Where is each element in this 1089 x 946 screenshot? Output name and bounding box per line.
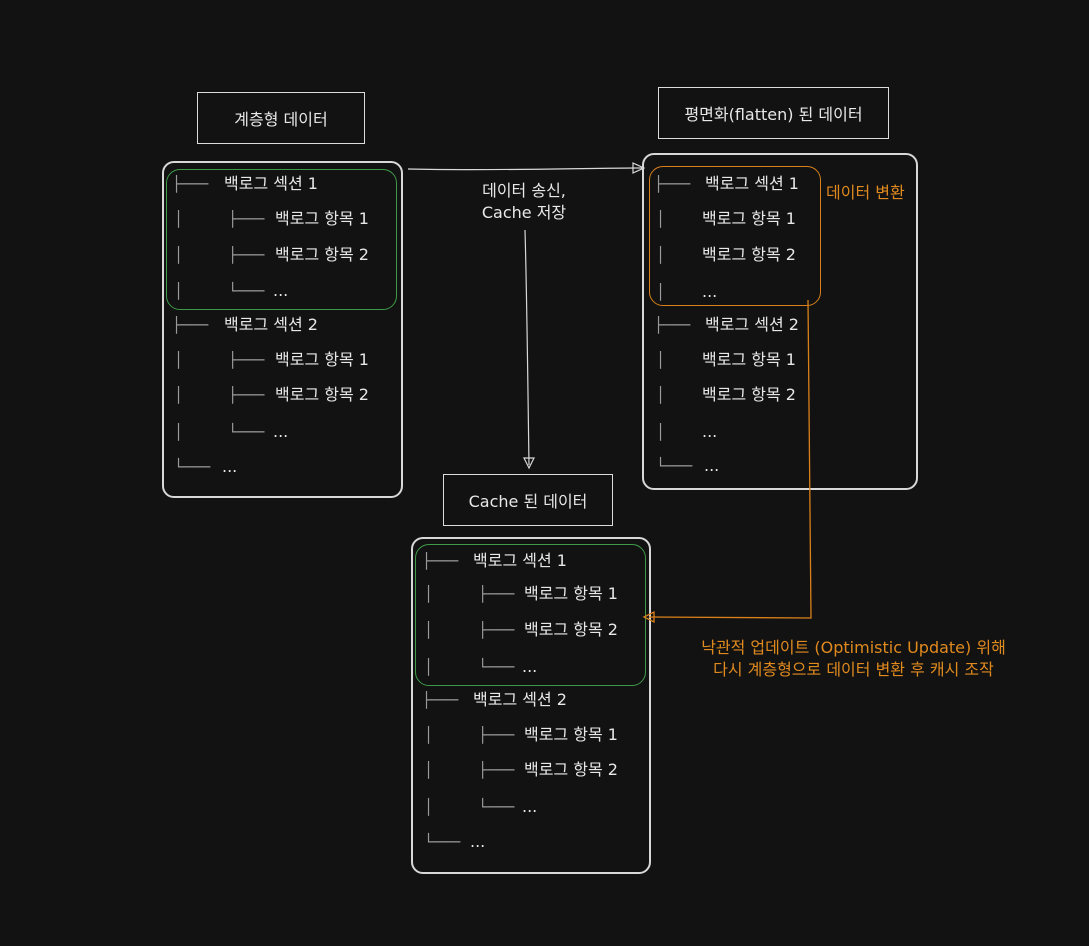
tree-item: 백로그 항목 2 — [524, 760, 618, 779]
tree-item: 백로그 항목 2 — [275, 385, 369, 404]
tree-connector: │ └─── — [424, 798, 515, 816]
tree-item: 백로그 항목 2 — [275, 245, 369, 264]
cached-data-panel — [411, 537, 651, 874]
tree-connector: ├─── — [422, 552, 459, 570]
tree-connector: │ └─── — [424, 658, 515, 676]
tree-section: 백로그 섹션 1 — [224, 174, 318, 193]
tree-connector: └─── — [656, 457, 693, 475]
tree-ellipsis: ... — [273, 281, 289, 300]
cached-data-title: Cache 된 데이터 — [443, 474, 613, 526]
tree-ellipsis: ... — [273, 422, 289, 441]
tree-item: 백로그 항목 1 — [275, 350, 369, 369]
tree-connector: │ ├─── — [174, 210, 265, 228]
optimistic-update-label: 낙관적 업데이트 (Optimistic Update) 위해 다시 계층형으로… — [676, 637, 1031, 681]
tree-connector: │ — [656, 351, 666, 369]
flat-ellipsis: ... — [702, 422, 718, 441]
tree-connector: │ ├─── — [174, 246, 265, 264]
flat-section: 백로그 섹션 2 — [705, 315, 799, 334]
tree-connector: │ — [656, 386, 666, 404]
tree-connector: │ ├─── — [174, 386, 265, 404]
flat-item: 백로그 항목 2 — [702, 245, 796, 264]
tree-connector: ├─── — [654, 316, 691, 334]
tree-item: 백로그 항목 2 — [524, 620, 618, 639]
send-label-line2: Cache 저장 — [481, 203, 567, 222]
hierarchical-section1-highlight — [166, 169, 397, 310]
tree-connector: ├─── — [172, 316, 209, 334]
tree-connector: │ ├─── — [424, 585, 515, 603]
tree-item: 백로그 항목 1 — [524, 725, 618, 744]
tree-connector: │ └─── — [174, 282, 265, 300]
tree-connector: ├─── — [172, 175, 209, 193]
arrow-hierarchical-to-flattened — [407, 167, 643, 171]
flattened-section1-highlight — [649, 166, 821, 306]
flat-item: 백로그 항목 1 — [702, 350, 796, 369]
flat-item: 백로그 항목 1 — [702, 209, 796, 228]
send-cache-label: 데이터 송신, Cache 저장 — [462, 180, 586, 224]
tree-item: 백로그 항목 1 — [275, 209, 369, 228]
tree-ellipsis: ... — [522, 797, 538, 816]
arrow-send-to-cache — [524, 229, 530, 466]
flat-section: 백로그 섹션 1 — [705, 174, 799, 193]
hierarchical-data-title: 계층형 데이터 — [197, 92, 365, 144]
tree-connector: ├─── — [422, 691, 459, 709]
tree-ellipsis: ... — [470, 832, 486, 851]
flattened-data-title: 평면화(flatten) 된 데이터 — [658, 87, 889, 139]
tree-connector: │ — [656, 246, 666, 264]
arrow-optimistic-update — [648, 299, 812, 619]
transform-label: 데이터 변환 — [826, 183, 905, 202]
arrow-head-optimistic — [642, 610, 655, 624]
tree-connector: │ — [656, 210, 666, 228]
tree-section: 백로그 섹션 2 — [473, 690, 567, 709]
flat-ellipsis: ... — [704, 456, 720, 475]
flat-item: 백로그 항목 2 — [702, 385, 796, 404]
tree-ellipsis: ... — [222, 457, 238, 476]
tree-ellipsis: ... — [522, 657, 538, 676]
flattened-data-panel — [642, 153, 918, 490]
tree-connector: ├─── — [654, 175, 691, 193]
flat-ellipsis: ... — [702, 282, 718, 301]
hierarchical-data-panel — [162, 161, 403, 498]
tree-section: 백로그 섹션 2 — [224, 315, 318, 334]
cached-section1-highlight — [415, 544, 646, 686]
tree-item: 백로그 항목 1 — [524, 584, 618, 603]
tree-connector: │ ├─── — [424, 621, 515, 639]
tree-connector: └─── — [424, 833, 461, 851]
tree-connector: │ — [656, 423, 666, 441]
optimistic-label-line2: 다시 계층형으로 데이터 변환 후 캐시 조작 — [713, 660, 994, 679]
tree-connector: │ — [656, 283, 666, 301]
tree-connector: │ └─── — [174, 423, 265, 441]
arrow-head-cache — [523, 457, 535, 470]
send-label-line1: 데이터 송신, — [482, 181, 566, 200]
tree-connector: │ ├─── — [424, 761, 515, 779]
arrow-head-flattened — [632, 162, 646, 174]
tree-connector: └─── — [174, 458, 211, 476]
tree-connector: │ ├─── — [424, 726, 515, 744]
optimistic-label-line1: 낙관적 업데이트 (Optimistic Update) 위해 — [701, 638, 1006, 657]
tree-connector: │ ├─── — [174, 351, 265, 369]
tree-section: 백로그 섹션 1 — [473, 551, 567, 570]
